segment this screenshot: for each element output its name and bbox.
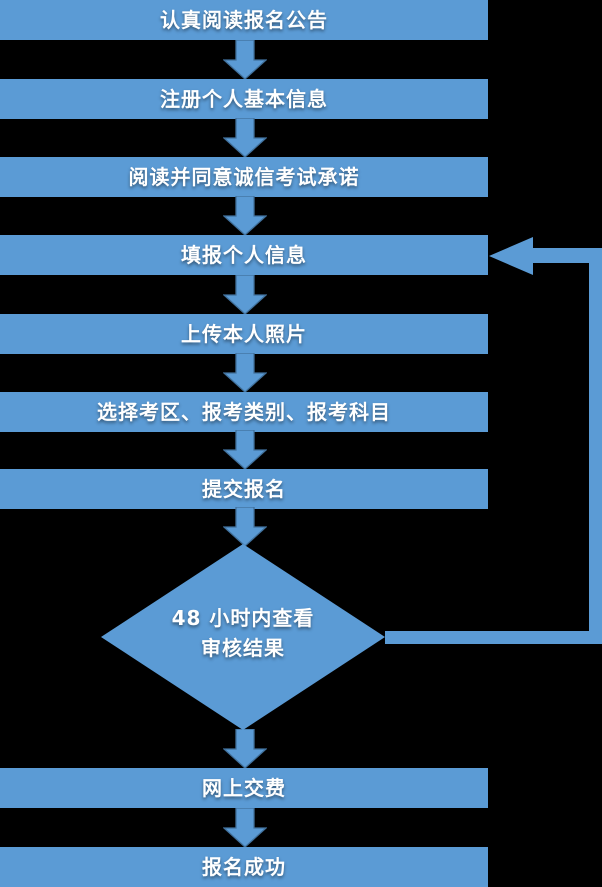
down-arrow-icon [223,275,267,314]
down-arrow-icon [223,729,267,768]
step-box-pay-online: 网上交费 [0,768,488,808]
step-box-select-exam-options: 选择考区、报考类别、报考科目 [0,392,488,432]
step-box-upload-photo: 上传本人照片 [0,314,488,354]
down-arrow-icon [223,353,267,392]
step-box-read-announcement: 认真阅读报名公告 [0,0,488,40]
step-box-registration-success: 报名成功 [0,847,488,887]
down-arrow-icon [223,808,267,847]
decision-diamond-review-result: 48 小时内查看 审核结果 [101,544,385,730]
loopback-connector-right-segment [589,248,602,644]
step-box-fill-personal-info: 填报个人信息 [0,235,488,275]
step-box-register-info: 注册个人基本信息 [0,79,488,119]
decision-text-line2: 审核结果 [201,636,285,660]
down-arrow-icon [223,196,267,235]
step-box-agree-commitment: 阅读并同意诚信考试承诺 [0,157,488,197]
step-box-submit-registration: 提交报名 [0,469,488,509]
decision-text-line1: 48 小时内查看 [171,606,315,630]
loopback-connector-top-segment [533,248,602,263]
left-arrow-icon [489,237,533,275]
down-arrow-icon [223,507,267,546]
down-arrow-icon [223,430,267,469]
down-arrow-icon [223,40,267,79]
loopback-connector-bottom-segment [385,631,602,644]
down-arrow-icon [223,118,267,157]
